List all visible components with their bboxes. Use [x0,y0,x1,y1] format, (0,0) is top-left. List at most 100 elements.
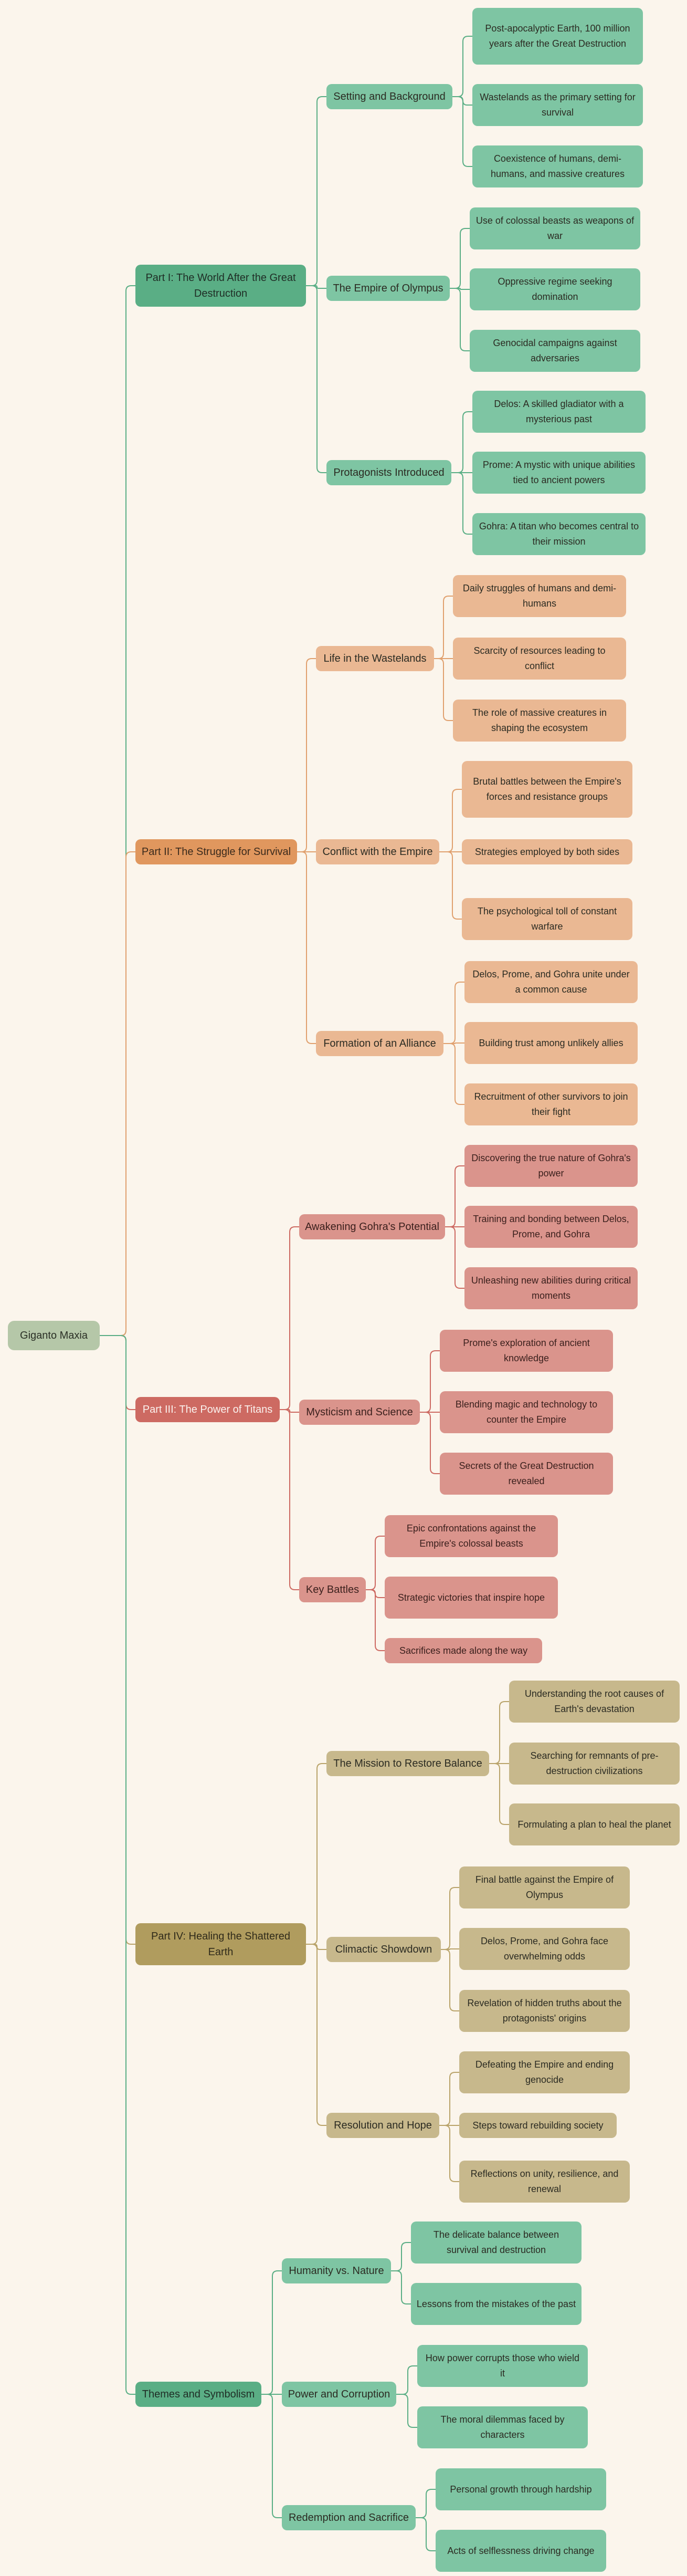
leaf-node[interactable]: The moral dilemmas faced by characters [417,2406,588,2448]
topic-node-power-and-corruption[interactable]: Power and Corruption [282,2382,396,2407]
leaf-node[interactable]: Prome's exploration of ancient knowledge [440,1330,613,1372]
leaf-node-label: Secrets of the Great Destruction reveale… [459,1461,594,1486]
topic-node-life-in-the-wastelands[interactable]: Life in the Wastelands [316,646,434,671]
topic-node-key-battles[interactable]: Key Battles [299,1577,366,1602]
topic-node-humanity-vs-nature[interactable]: Humanity vs. Nature [282,2258,391,2283]
branch-node-3[interactable]: Part III: The Power of Titans [135,1397,280,1422]
leaf-node[interactable]: Personal growth through hardship [436,2468,606,2510]
connector-topic-leaf [441,1949,459,2011]
connector-branch-topic [280,1409,299,1590]
connector-topic-leaf [420,1412,440,1474]
branch-node-4[interactable]: Part IV: Healing the Shattered Earth [135,1923,306,1965]
leaf-node[interactable]: Daily struggles of humans and demi-human… [453,575,626,617]
leaf-node-label: Oppressive regime seeking domination [498,276,612,302]
leaf-node-label: Steps toward rebuilding society [472,2120,604,2131]
leaf-node[interactable]: Delos, Prome, and Gohra face overwhelmin… [459,1928,630,1970]
topic-node-mysticism-and-science[interactable]: Mysticism and Science [299,1400,420,1425]
connector-topic-leaf [420,1350,440,1413]
connector-topic-leaf [366,1589,385,1651]
leaf-node[interactable]: Coexistence of humans, demi-humans, and … [472,145,643,187]
leaf-node[interactable]: Building trust among unlikely allies [464,1022,638,1064]
leaf-node[interactable]: Oppressive regime seeking domination [470,268,640,310]
leaf-node[interactable]: The role of massive creatures in shaping… [453,700,626,742]
topic-node-conflict-with-the-empire[interactable]: Conflict with the Empire [316,839,439,864]
leaf-node[interactable]: Prome: A mystic with unique abilities ti… [472,452,646,494]
leaf-node-label: Post-apocalyptic Earth, 100 million year… [485,23,630,49]
connector-root-branch-2 [100,851,135,1336]
leaf-node-label: The psychological toll of constant warfa… [477,906,617,932]
leaf-node-label: Personal growth through hardship [450,2484,592,2495]
leaf-node[interactable]: Recruitment of other survivors to join t… [464,1083,638,1125]
leaf-node-label: Building trust among unlikely allies [479,1037,623,1048]
connector-topic-leaf [439,789,462,852]
leaf-node-label: Recruitment of other survivors to join t… [474,1091,628,1117]
topic-node-mysticism-and-science-label: Mysticism and Science [306,1406,413,1418]
topic-node-the-mission-to-restore-balance[interactable]: The Mission to Restore Balance [326,1751,489,1776]
leaf-node[interactable]: Epic confrontations against the Empire's… [385,1515,558,1557]
leaf-node[interactable]: Unleashing new abilities during critical… [464,1267,638,1309]
topic-node-protagonists-introduced[interactable]: Protagonists Introduced [326,460,451,485]
leaf-node[interactable]: Scarcity of resources leading to conflic… [453,638,626,680]
leaf-node[interactable]: Formulating a plan to heal the planet [509,1803,680,1845]
topic-node-resolution-and-hope[interactable]: Resolution and Hope [326,2113,439,2138]
leaf-node[interactable]: Delos, Prome, and Gohra unite under a co… [464,961,638,1003]
leaf-node[interactable]: Defeating the Empire and ending genocide [459,2051,630,2093]
leaf-node[interactable]: Lessons from the mistakes of the past [411,2283,582,2325]
connector-topic-leaf [439,2125,459,2182]
connector-branch-topic [306,1944,326,2126]
connector-root-branch-5 [100,1335,135,2395]
leaf-node-label: Scarcity of resources leading to conflic… [473,645,606,671]
leaf-node[interactable]: Strategies employed by both sides [462,839,632,864]
topic-node-awakening-gohra-s-potential[interactable]: Awakening Gohra's Potential [299,1214,445,1239]
connector-topic-leaf [391,2270,411,2304]
leaf-node[interactable]: Training and bonding between Delos, Prom… [464,1206,638,1248]
topic-node-setting-and-background[interactable]: Setting and Background [326,84,452,109]
branch-node-5[interactable]: Themes and Symbolism [135,2382,261,2407]
topic-node-the-empire-of-olympus[interactable]: The Empire of Olympus [326,276,450,301]
leaf-node[interactable]: Understanding the root causes of Earth's… [509,1681,680,1723]
root-node[interactable]: Giganto Maxia [8,1321,100,1350]
leaf-node[interactable]: The psychological toll of constant warfa… [462,898,632,940]
topic-node-climactic-showdown[interactable]: Climactic Showdown [326,1937,441,1962]
leaf-node-label: Final battle against the Empire of Olymp… [475,1874,614,1900]
leaf-node-label: Use of colossal beasts as weapons of war [475,215,635,241]
leaf-node[interactable]: Genocidal campaigns against adversaries [470,330,640,372]
leaf-node-label: Unleashing new abilities during critical… [471,1275,631,1301]
leaf-node[interactable]: Gohra: A titan who becomes central to th… [472,513,646,555]
leaf-node[interactable]: Acts of selflessness driving change [436,2530,606,2572]
leaf-node-label: How power corrupts those who wield it [425,2353,580,2379]
leaf-node[interactable]: Use of colossal beasts as weapons of war [470,207,640,249]
leaf-node[interactable]: Brutal battles between the Empire's forc… [462,761,632,818]
leaf-node-label: Acts of selflessness driving change [447,2545,595,2556]
connector-topic-leaf [450,228,470,289]
leaf-node[interactable]: The delicate balance between survival an… [411,2222,582,2264]
leaf-node[interactable]: Final battle against the Empire of Olymp… [459,1866,630,1908]
leaf-node[interactable]: Searching for remnants of pre-destructio… [509,1743,680,1785]
leaf-node[interactable]: Steps toward rebuilding society [459,2113,617,2138]
connector-topic-leaf [439,851,462,920]
leaf-node[interactable]: Blending magic and technology to counter… [440,1391,613,1433]
leaf-node[interactable]: Strategic victories that inspire hope [385,1577,558,1619]
leaf-node[interactable]: Revelation of hidden truths about the pr… [459,1990,630,2032]
leaf-node-label: Formulating a plan to heal the planet [517,1819,671,1830]
leaf-node[interactable]: Post-apocalyptic Earth, 100 million year… [472,8,643,65]
branch-node-2[interactable]: Part II: The Struggle for Survival [135,839,297,864]
leaf-node[interactable]: Wastelands as the primary setting for su… [472,84,643,126]
topic-node-redemption-and-sacrifice[interactable]: Redemption and Sacrifice [282,2505,416,2530]
connector-topic-leaf [441,1887,459,1950]
leaf-node[interactable]: Delos: A skilled gladiator with a myster… [472,391,646,433]
leaf-node-label: Gohra: A titan who becomes central to th… [479,521,639,547]
leaf-node-label: Delos, Prome, and Gohra unite under a co… [472,969,630,995]
leaf-node[interactable]: Discovering the true nature of Gohra's p… [464,1145,638,1187]
topic-node-formation-of-an-alliance[interactable]: Formation of an Alliance [316,1031,443,1056]
leaf-node[interactable]: How power corrupts those who wield it [417,2345,588,2387]
leaf-node[interactable]: Sacrifices made along the way [385,1638,542,1663]
leaf-node-label: Training and bonding between Delos, Prom… [473,1214,629,1239]
leaf-node[interactable]: Secrets of the Great Destruction reveale… [440,1453,613,1495]
branch-node-1[interactable]: Part I: The World After the Great Destru… [135,265,306,307]
topic-node-key-battles-label: Key Battles [305,1584,360,1595]
leaf-node-label: Epic confrontations against the Empire's… [406,1523,536,1549]
leaf-node-label: Strategic victories that inspire hope [397,1592,545,1603]
leaf-node[interactable]: Reflections on unity, resilience, and re… [459,2161,630,2203]
